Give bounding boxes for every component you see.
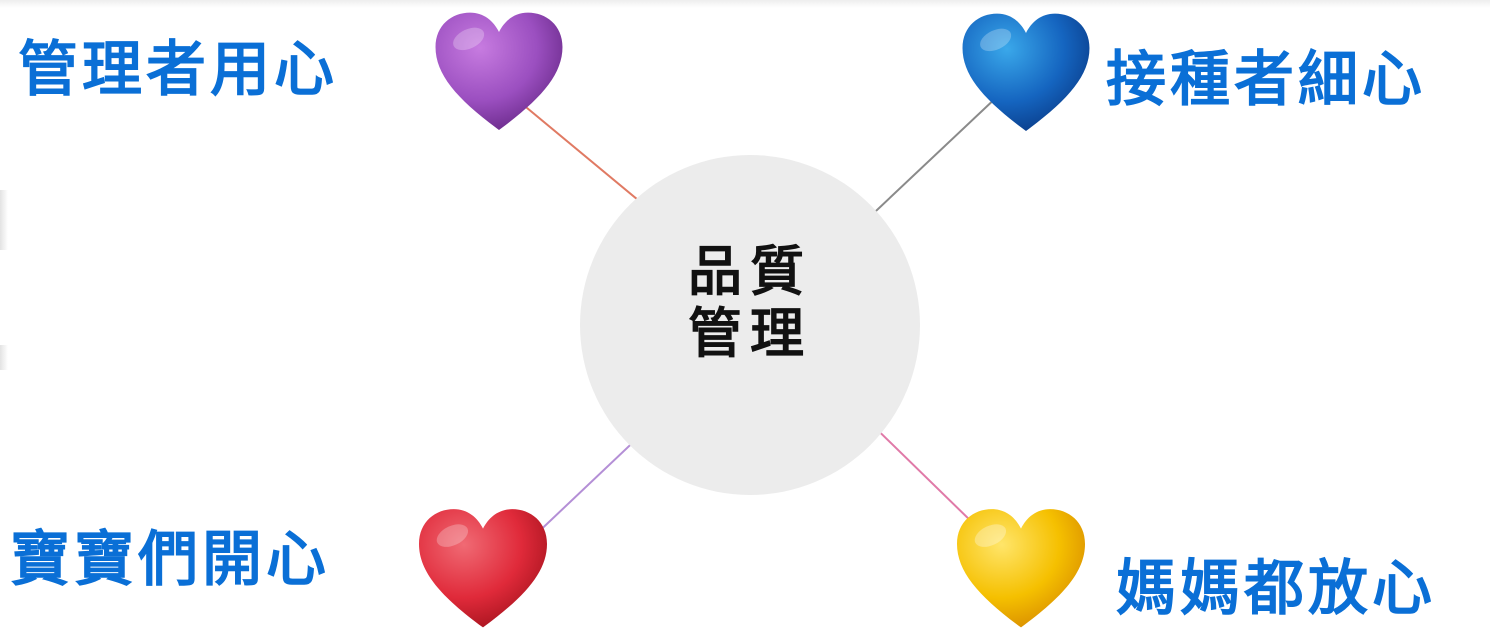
- label-top-right: 接種者細心: [1106, 45, 1426, 115]
- center-title-line-2: 管理: [688, 301, 812, 365]
- top-edge-shade: [0, 0, 1490, 8]
- left-edge-mark: [0, 190, 8, 250]
- left-edge-mark-small: [0, 345, 8, 370]
- center-circle: [580, 155, 920, 495]
- red-heart-icon: [419, 509, 547, 628]
- label-top-left: 管理者用心: [18, 35, 338, 105]
- connector-top-right: [859, 93, 1001, 227]
- purple-heart-icon: [435, 12, 563, 130]
- label-bottom-left: 寶寶們開心: [10, 525, 330, 595]
- label-bottom-right: 媽媽都放心: [1116, 554, 1436, 624]
- yellow-heart-icon: [957, 509, 1085, 628]
- center-title-line-1: 品質: [688, 239, 812, 303]
- blue-heart-icon: [962, 13, 1090, 131]
- center-title: 品質 管理: [660, 240, 840, 364]
